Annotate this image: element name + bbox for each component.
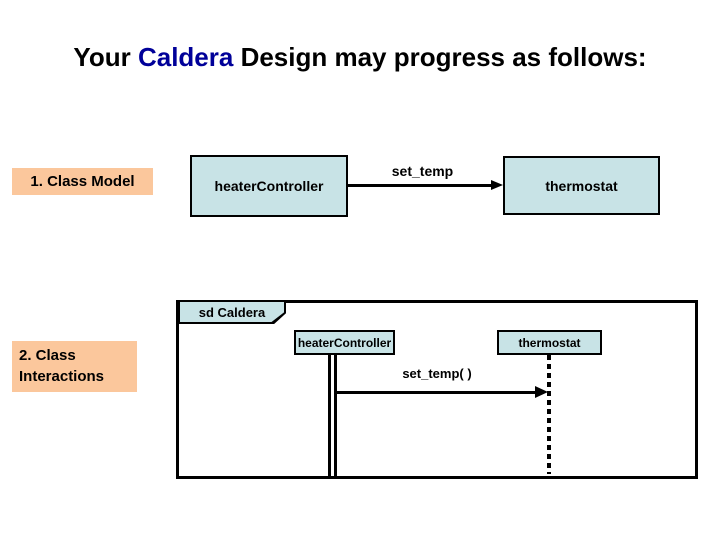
frame-tab-label: sd Caldera xyxy=(180,302,284,322)
slide-title: Your Caldera Design may progress as foll… xyxy=(0,42,720,73)
class-box-heatercontroller: heaterController xyxy=(190,155,348,217)
slide-title-highlight: Caldera xyxy=(137,42,234,72)
lifeline-head-thermostat: thermostat xyxy=(497,330,602,355)
sequence-diagram-frame: sd Caldera heaterController thermostat s… xyxy=(176,300,698,479)
class-box-thermostat: thermostat xyxy=(503,156,660,215)
step2-label: 2. Class Interactions xyxy=(12,341,137,392)
lifeline-dashed-thermostat xyxy=(547,355,551,474)
association-arrowhead-icon xyxy=(491,180,503,190)
slide-title-suffix: Design may progress as follows: xyxy=(233,42,647,72)
message-arrowhead-icon xyxy=(535,386,548,398)
association-label: set_temp xyxy=(391,163,454,179)
message-label: set_temp( ) xyxy=(402,366,472,381)
frame-tab: sd Caldera xyxy=(178,300,286,324)
message-line xyxy=(337,391,537,394)
slide-title-prefix: Your xyxy=(73,42,138,72)
association-line xyxy=(348,184,493,187)
step1-label: 1. Class Model xyxy=(12,168,153,195)
lifeline-head-heatercontroller: heaterController xyxy=(294,330,395,355)
activation-bar xyxy=(328,355,337,476)
